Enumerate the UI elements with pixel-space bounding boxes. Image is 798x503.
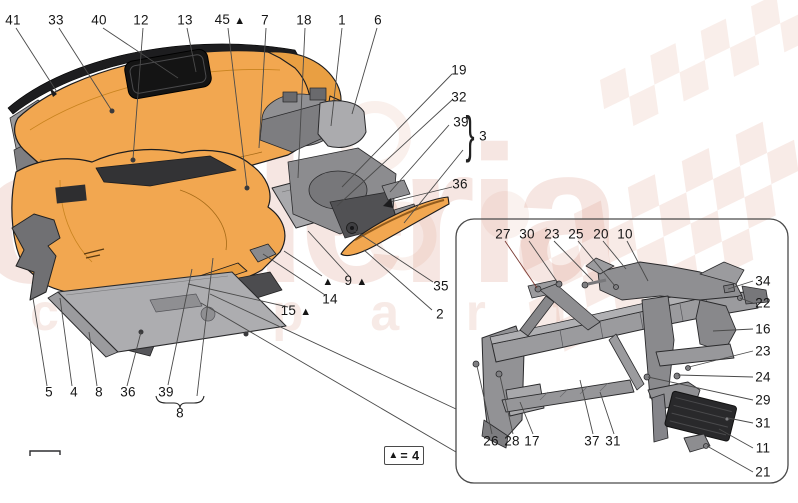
leader-end-screws <box>109 108 250 191</box>
legend-triangle-symbol: ▲ <box>388 450 399 461</box>
checkered-flag-watermark <box>520 121 798 352</box>
inset-box-border <box>455 218 789 484</box>
inset-fasteners <box>472 278 743 449</box>
leader-lines <box>15 27 754 473</box>
legend-box: ▲ = 4 <box>384 446 424 465</box>
dashboard-lower-body <box>11 148 286 298</box>
leader-arrowheads <box>49 87 393 208</box>
inset-art <box>472 257 769 453</box>
side-trim-panel <box>317 100 367 148</box>
scale-mark <box>29 450 61 456</box>
main-diagram-art <box>7 43 450 358</box>
speaker-grille <box>124 48 212 100</box>
bottom-group-brace <box>155 395 205 409</box>
legend-text: = 4 <box>400 448 420 463</box>
inset-connector-wedge <box>200 293 457 453</box>
knee-trim-strip <box>340 196 450 257</box>
side-bracket <box>11 213 61 301</box>
floor-panel <box>47 271 287 358</box>
checkered-flag-watermark-2 <box>600 0 798 127</box>
ecu-box <box>664 390 737 442</box>
right-group-brace: } <box>465 106 475 164</box>
